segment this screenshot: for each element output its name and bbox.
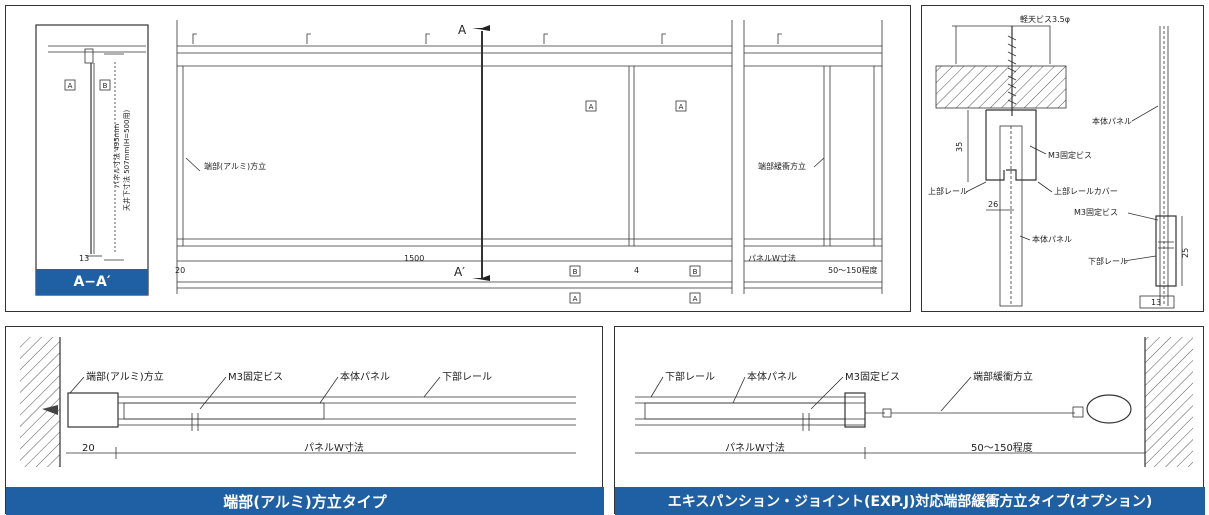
inset-ceiling-size: 天井下寸法 507mm(H=500用) (122, 110, 131, 211)
elevation-drawing: A B パネル寸法 495mm 天井下寸法 507mm(H=500用) 13 (35, 20, 883, 304)
tag-a-3-label: A (573, 295, 578, 303)
bl-banner: 端部(アルミ)方立タイプ (6, 487, 604, 515)
br-dim-range: 50〜150程度 (971, 441, 1033, 454)
dim-20: 20 (175, 266, 185, 275)
br-body-label: 本体パネル (747, 370, 797, 383)
tag-b-1-label: B (573, 268, 578, 276)
tag-a-2-label: A (679, 103, 684, 111)
br-banner: エキスパンション・ジョイント(EXP.J)対応端部緩衝方立タイプ(オプション) (615, 487, 1205, 515)
aluminium-post-panel: 端部(アルミ)方立 M3固定ビス 本体パネル 下部レール 20 パネルW寸法 端… (5, 326, 604, 515)
br-rail-label: 下部レール (665, 370, 715, 383)
dim-panel-w: パネルW寸法 (748, 253, 796, 263)
body-panel-label-2: 本体パネル (1032, 234, 1072, 244)
br-buffer-label: 端部緩衝方立 (973, 370, 1033, 383)
section-banner: A−A′ (36, 269, 148, 295)
tag-a-1 (585, 100, 597, 112)
inset-tag-a-label: A (68, 82, 73, 90)
bl-rail-label: 下部レール (442, 370, 492, 383)
bl-post-label: 端部(アルミ)方立 (86, 370, 164, 383)
body-panel-label-1: 本体パネル (1092, 116, 1132, 126)
section-mark-a-prime: A′ (454, 265, 465, 279)
inset-bottom-dim: 13 (79, 254, 89, 263)
tag-b-1 (569, 265, 581, 277)
dim-range: 50〜150程度 (828, 265, 877, 275)
bl-dim-20: 20 (82, 443, 95, 454)
dim-35: 35 (955, 142, 964, 152)
br-dim-w: パネルW寸法 (725, 441, 785, 454)
elevation-frame (176, 20, 883, 294)
br-m3-label: M3固定ビス (845, 370, 900, 383)
elevation-panel: A B パネル寸法 495mm 天井下寸法 507mm(H=500用) 13 (5, 5, 911, 312)
bl-dim-w: パネルW寸法 (304, 441, 364, 454)
tag-a-4 (689, 292, 701, 304)
inset-tag-a (64, 79, 76, 91)
tag-a-4-label: A (693, 295, 698, 303)
tag-a-2 (675, 100, 687, 112)
dim-26: 26 (988, 200, 998, 209)
right-post-label: 端部緩衝方立 (758, 161, 806, 171)
inset-tag-b (99, 79, 111, 91)
inset-panel-size: パネル寸法 495mm (112, 124, 121, 188)
section-mark-a: A (458, 23, 467, 37)
upper-rail-label: 上部レール (928, 186, 968, 196)
tag-b-2 (689, 265, 701, 277)
m3-screw-label-1: M3固定ビス (1048, 150, 1092, 160)
dim-1500: 1500 (404, 254, 424, 263)
dim-4: 4 (634, 266, 639, 275)
left-post-label: 端部(アルミ)方立 (204, 161, 266, 171)
expansion-joint-drawing: 下部レール 本体パネル M3固定ビス 端部緩衝方立 パネルW寸法 50〜150程… (635, 337, 1193, 467)
m3-screw-label-2: M3固定ビス (1074, 207, 1118, 217)
bl-body-label: 本体パネル (340, 370, 390, 383)
aluminium-post-drawing: 端部(アルミ)方立 M3固定ビス 本体パネル 下部レール 20 パネルW寸法 (20, 337, 576, 467)
dim-13: 13 (1151, 298, 1161, 307)
section-inset: A B パネル寸法 495mm 天井下寸法 507mm(H=500用) 13 (35, 24, 149, 296)
tag-b-2-label: B (693, 268, 698, 276)
tag-a-1-label: A (589, 103, 594, 111)
lower-rail-label: 下部レール (1088, 256, 1128, 266)
upper-rail-cover-label: 上部レールカバー (1054, 186, 1118, 196)
rail-detail-drawing: 軽天ビス3.5φ 本体パネル M3固定ビス 上部レール 上部レールカバー 35 … (928, 15, 1190, 309)
inset-tag-b-label: B (103, 82, 108, 90)
rail-detail-panel: 軽天ビス3.5φ 本体パネル M3固定ビス 上部レール 上部レールカバー 35 … (921, 5, 1204, 312)
dim-25: 25 (1181, 248, 1190, 258)
bl-m3-label: M3固定ビス (228, 370, 283, 383)
screw-label: 軽天ビス3.5φ (1020, 15, 1070, 24)
tag-a-3 (569, 292, 581, 304)
expansion-joint-panel: 下部レール 本体パネル M3固定ビス 端部緩衝方立 パネルW寸法 50〜150程… (614, 326, 1205, 515)
